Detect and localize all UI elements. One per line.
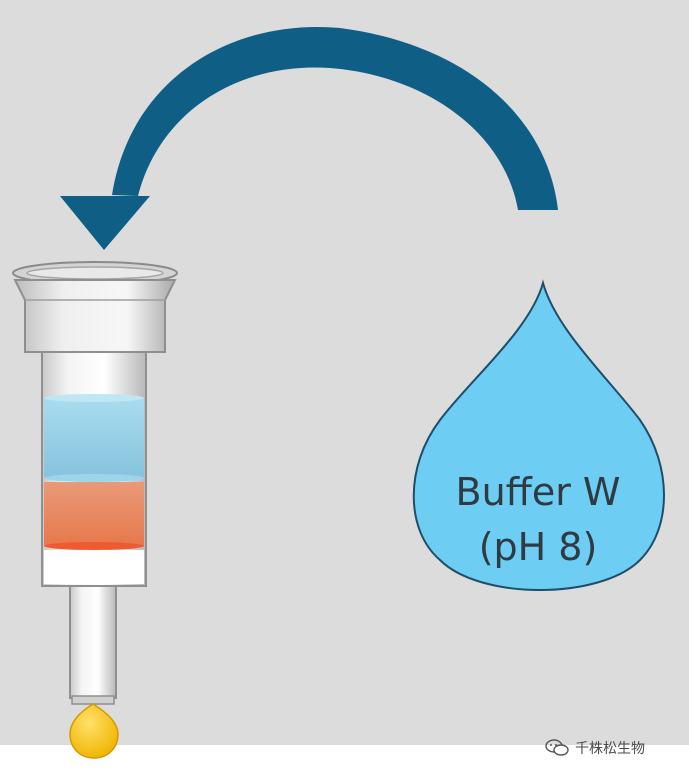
drop-label-line1: Buffer W [456,470,621,514]
bottom-strip [0,745,689,772]
resin-layer [44,482,144,546]
column-cap [13,279,177,353]
wechat-icon [545,739,569,756]
watermark-text: 千株松生物 [575,741,645,757]
column-frit [44,550,144,584]
buffer-layer [44,398,144,478]
curved-arrow-icon [60,26,558,250]
column-tip [69,585,117,699]
drop-label-line2: (pH 8) [479,525,598,569]
buffer-drop: Buffer W (pH 8) [412,279,665,591]
eluate-drop [69,703,119,759]
spin-column [12,261,178,705]
watermark: 千株松生物 [545,738,645,758]
